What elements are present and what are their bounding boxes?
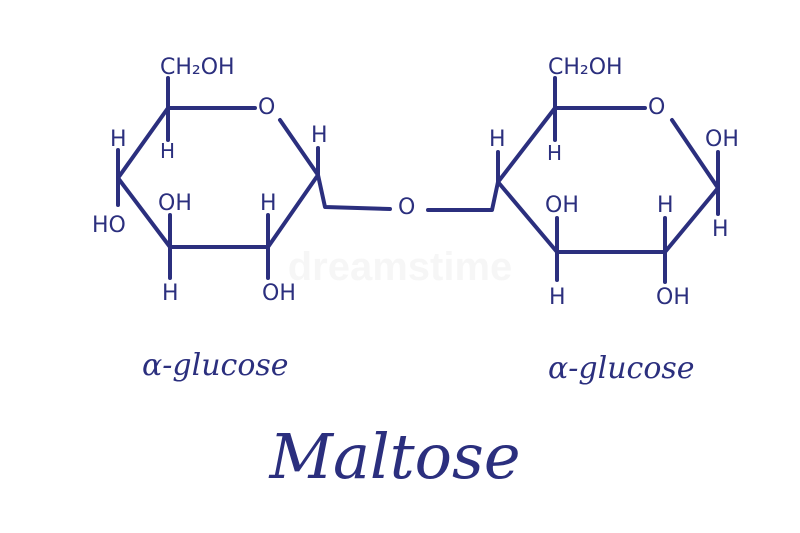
right-h-bottom: H <box>549 285 566 310</box>
left-glucose-ring: CH₂OH O H H H OH H HO H OH α-glucose <box>92 55 392 383</box>
left-ring-oxygen: O <box>258 95 275 120</box>
right-oh-top-right: OH <box>705 127 739 152</box>
right-ring-oxygen: O <box>648 95 665 120</box>
right-caption: α-glucose <box>548 351 695 386</box>
left-h-upper-left: H <box>110 127 127 152</box>
left-link-bond <box>316 173 392 211</box>
left-h-inner-right: H <box>260 191 277 216</box>
right-link-bond <box>426 180 500 212</box>
left-caption: α-glucose <box>142 348 289 383</box>
left-h-top-right: H <box>311 123 328 148</box>
left-ho-label: HO <box>92 213 126 238</box>
right-h-inner-top: H <box>547 141 562 165</box>
right-h-right: H <box>712 217 729 242</box>
right-glucose-ring: CH₂OH O OH H H OH H H H OH α-glucose <box>489 55 739 386</box>
page-title: Maltose <box>268 420 520 493</box>
glycosidic-linkage: O <box>398 180 500 220</box>
watermark: dreamstime <box>288 245 513 289</box>
right-ring-bonds <box>496 106 720 254</box>
right-oh-bottom: OH <box>656 285 690 310</box>
right-oh-inner: OH <box>545 193 579 218</box>
left-ch2oh-label: CH₂OH <box>160 55 235 80</box>
right-h-upper-left: H <box>489 127 506 152</box>
linkage-oxygen: O <box>398 195 415 220</box>
right-h-inner-right: H <box>657 193 674 218</box>
left-oh-inner: OH <box>158 191 192 216</box>
left-oh-bottom: OH <box>262 281 296 306</box>
left-ring-bonds <box>116 106 320 249</box>
right-ch2oh-label: CH₂OH <box>548 55 623 80</box>
left-h-bottom: H <box>162 281 179 306</box>
left-h-inner-top: H <box>160 139 175 163</box>
